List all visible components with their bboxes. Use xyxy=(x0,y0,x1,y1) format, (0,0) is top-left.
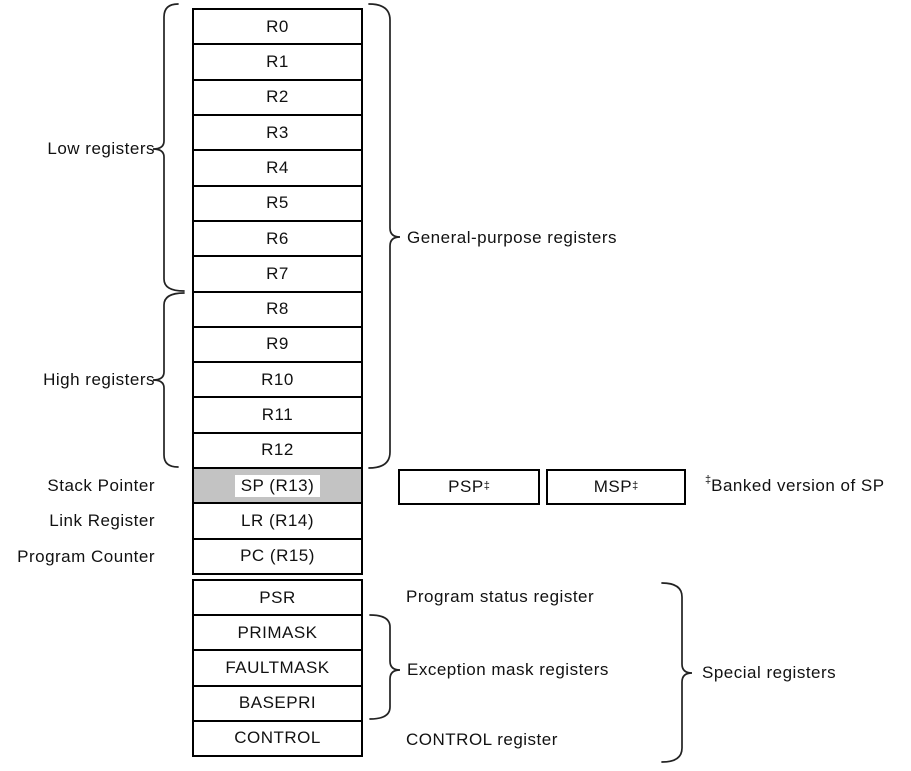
register-label: R3 xyxy=(266,122,289,142)
low-registers-brace xyxy=(152,3,185,292)
register-cell-faultmask: FAULTMASK xyxy=(194,651,361,687)
program-counter-label: Program Counter xyxy=(17,547,155,566)
register-label: R7 xyxy=(266,263,289,283)
register-cell-r3: R3 xyxy=(194,116,361,152)
register-label: PSR xyxy=(259,587,296,607)
banked-note-text: Banked version of SP xyxy=(711,476,885,495)
register-cell-r0: R0 xyxy=(194,10,361,46)
register-label: R6 xyxy=(266,228,289,248)
register-cell-r6: R6 xyxy=(194,222,361,258)
register-cell-control: CONTROL xyxy=(194,722,361,755)
register-label: PRIMASK xyxy=(237,622,318,642)
register-cell-primask: PRIMASK xyxy=(194,616,361,652)
register-cell-r10: R10 xyxy=(194,363,361,399)
register-cell-r11: R11 xyxy=(194,398,361,434)
high-registers-brace xyxy=(152,292,185,468)
exception-mask-registers-label: Exception mask registers xyxy=(407,660,609,679)
register-label: LR (R14) xyxy=(241,511,314,531)
register-label: FAULTMASK xyxy=(225,658,330,677)
register-cell-r5: R5 xyxy=(194,187,361,222)
psp-label: PSP xyxy=(448,477,484,496)
register-cell-r2: R2 xyxy=(194,81,361,116)
register-cell-psr: PSR xyxy=(194,581,361,617)
core-register-column: R0 R1 R2 R3 R4 R5 R6 R7 R8 R9 R10 R11 R1… xyxy=(192,8,363,575)
register-label: R12 xyxy=(261,440,294,460)
register-label: R4 xyxy=(266,157,289,177)
high-registers-label: High registers xyxy=(43,370,155,389)
register-label: CONTROL xyxy=(234,728,321,748)
register-label: R1 xyxy=(266,51,289,71)
register-label: R8 xyxy=(266,299,289,319)
program-status-register-label: Program status register xyxy=(406,587,595,606)
register-label: SP (R13) xyxy=(234,474,321,497)
msp-box: MSP‡ xyxy=(546,469,686,505)
special-register-column: PSR PRIMASK FAULTMASK BASEPRI CONTROL xyxy=(192,579,363,757)
register-cell-r8: R8 xyxy=(194,293,361,328)
register-label: R5 xyxy=(266,193,289,213)
register-label: R11 xyxy=(261,405,294,425)
register-label: R10 xyxy=(261,369,294,389)
exception-mask-brace xyxy=(369,614,401,720)
register-label: R0 xyxy=(266,16,289,36)
register-label: BASEPRI xyxy=(238,693,317,713)
register-label: R2 xyxy=(266,87,289,107)
msp-label: MSP xyxy=(593,477,633,496)
register-cell-r9: R9 xyxy=(194,328,361,364)
double-dagger-mark: ‡ xyxy=(705,474,712,487)
register-cell-sp: SP (R13) xyxy=(194,469,361,505)
register-cell-lr: LR (R14) xyxy=(194,504,361,540)
stack-pointer-label: Stack Pointer xyxy=(47,476,155,495)
register-cell-pc: PC (R15) xyxy=(194,540,361,573)
control-register-label: CONTROL register xyxy=(406,730,558,749)
register-cell-r1: R1 xyxy=(194,45,361,81)
low-registers-label: Low registers xyxy=(47,139,155,158)
general-purpose-registers-label: General-purpose registers xyxy=(407,228,617,247)
register-cell-basepri: BASEPRI xyxy=(194,687,361,722)
special-registers-label: Special registers xyxy=(702,663,837,682)
register-cell-r4: R4 xyxy=(194,151,361,187)
register-cell-r7: R7 xyxy=(194,257,361,293)
register-label: R9 xyxy=(266,334,289,354)
register-label: PC (R15) xyxy=(240,546,315,566)
banked-note: ‡Banked version of SP xyxy=(705,475,885,497)
register-cell-r12: R12 xyxy=(194,434,361,470)
link-register-label: Link Register xyxy=(49,511,155,530)
general-purpose-brace xyxy=(368,3,401,469)
special-registers-brace xyxy=(661,582,693,763)
psp-box: PSP‡ xyxy=(398,469,540,505)
